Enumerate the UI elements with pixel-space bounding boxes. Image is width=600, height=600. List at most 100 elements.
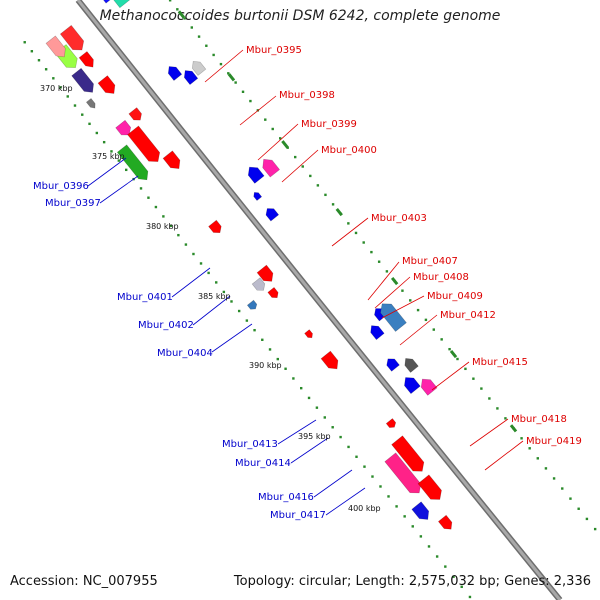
gene-label-mbur-0401[interactable]: Mbur_0401 xyxy=(117,292,173,303)
guide-dot xyxy=(299,386,303,390)
gene-arrow xyxy=(85,98,96,109)
leader-line xyxy=(431,361,470,391)
guide-dot xyxy=(520,437,523,440)
gene-label-mbur-0398[interactable]: Mbur_0398 xyxy=(279,90,335,101)
guide-dot xyxy=(347,445,350,449)
guide-dot xyxy=(561,487,564,490)
guide-dot xyxy=(286,146,289,149)
guide-dot xyxy=(268,348,272,351)
gene-arrow xyxy=(127,125,161,162)
gene-label-mbur-0402[interactable]: Mbur_0402 xyxy=(138,320,194,331)
gene-label-mbur-0408[interactable]: Mbur_0408 xyxy=(413,272,469,283)
gene-label-mbur-0404[interactable]: Mbur_0404 xyxy=(157,348,213,359)
guide-dot xyxy=(569,497,572,500)
gene-arrow xyxy=(384,452,422,494)
guide-dot xyxy=(205,44,208,47)
gene-arrow xyxy=(192,61,207,76)
gene-label-mbur-0395[interactable]: Mbur_0395 xyxy=(246,45,302,56)
gene-label-mbur-0397[interactable]: Mbur_0397 xyxy=(45,198,101,209)
guide-dot xyxy=(552,477,556,480)
guide-dot xyxy=(249,99,252,103)
gene-arrow xyxy=(108,0,132,9)
guide-dot xyxy=(139,187,143,190)
gene-arrow xyxy=(208,219,222,234)
gene-arrow xyxy=(162,150,181,169)
leader-line xyxy=(313,469,353,498)
leader-line xyxy=(239,95,277,126)
guide-dot xyxy=(464,367,467,371)
guide-dot xyxy=(66,95,69,98)
guide-dot xyxy=(385,270,389,273)
leader-line xyxy=(211,323,253,353)
guide-dot xyxy=(427,545,431,548)
guide-dot xyxy=(460,585,463,589)
leader-line xyxy=(257,123,299,161)
gene-arrow xyxy=(267,286,279,299)
guide-dot xyxy=(496,407,499,410)
gene-arrow xyxy=(116,144,149,181)
guide-dot xyxy=(125,168,128,172)
guide-dot xyxy=(212,53,215,57)
gene-arrow xyxy=(380,303,407,332)
guide-dot xyxy=(241,90,245,93)
guide-dot xyxy=(192,252,195,256)
guide-dot xyxy=(37,59,41,62)
guide-dot xyxy=(504,417,507,420)
guide-dot xyxy=(168,0,172,2)
gene-label-mbur-0396[interactable]: Mbur_0396 xyxy=(33,181,89,192)
gene-label-mbur-0419[interactable]: Mbur_0419 xyxy=(526,436,582,447)
tick-marks xyxy=(177,10,518,433)
guide-dot xyxy=(147,196,150,199)
gene-label-mbur-0399[interactable]: Mbur_0399 xyxy=(301,119,357,130)
guide-dot xyxy=(347,222,350,225)
guide-dot xyxy=(395,505,398,508)
guide-dot xyxy=(480,387,483,390)
guide-dot xyxy=(81,113,84,116)
gene-label-mbur-0403[interactable]: Mbur_0403 xyxy=(371,213,427,224)
guide-dot xyxy=(323,416,326,419)
guide-dot xyxy=(456,357,459,361)
tick-mark xyxy=(177,10,186,19)
guide-dot xyxy=(279,137,282,140)
gene-label-mbur-0400[interactable]: Mbur_0400 xyxy=(321,145,377,156)
guide-dot xyxy=(44,68,48,71)
guide-dot xyxy=(307,396,311,400)
guide-dot xyxy=(59,86,62,89)
gene-label-mbur-0412[interactable]: Mbur_0412 xyxy=(440,310,496,321)
gene-label-mbur-0413[interactable]: Mbur_0413 xyxy=(222,439,278,450)
gene-arrow xyxy=(246,299,258,310)
leader-line xyxy=(399,314,438,346)
guide-dot xyxy=(169,224,173,227)
guide-dot xyxy=(444,565,447,568)
gene-arrow xyxy=(71,67,94,93)
gene-label-mbur-0415[interactable]: Mbur_0415 xyxy=(472,357,528,368)
guide-dot xyxy=(593,527,597,531)
guide-dot xyxy=(370,250,373,254)
gene-label-mbur-0407[interactable]: Mbur_0407 xyxy=(402,256,458,267)
gene-label-mbur-0416[interactable]: Mbur_0416 xyxy=(258,492,314,503)
gene-arrow xyxy=(417,474,442,500)
guide-dot xyxy=(190,26,193,29)
tick-mark xyxy=(281,140,289,149)
guide-dot xyxy=(448,347,451,351)
guide-dot xyxy=(23,41,26,44)
guide-dot xyxy=(184,243,188,246)
guide-dot xyxy=(379,485,382,488)
guide-dot xyxy=(544,467,548,470)
guide-dot xyxy=(183,17,186,20)
guide-dot xyxy=(411,525,414,528)
tick-label-370: 370 kbp xyxy=(40,84,73,93)
gene-label-mbur-0418[interactable]: Mbur_0418 xyxy=(511,414,567,425)
leader-line xyxy=(277,419,317,445)
guide-dot xyxy=(30,50,34,53)
guide-dot xyxy=(452,575,455,578)
guide-dot xyxy=(162,215,165,218)
gene-label-mbur-0414[interactable]: Mbur_0414 xyxy=(235,458,291,469)
guide-dot xyxy=(176,8,179,11)
gene-arrow xyxy=(167,66,183,81)
gene-arrow xyxy=(411,501,430,520)
gene-label-mbur-0409[interactable]: Mbur_0409 xyxy=(427,291,483,302)
gene-label-mbur-0417[interactable]: Mbur_0417 xyxy=(270,510,326,521)
gene-arrow xyxy=(420,378,438,396)
